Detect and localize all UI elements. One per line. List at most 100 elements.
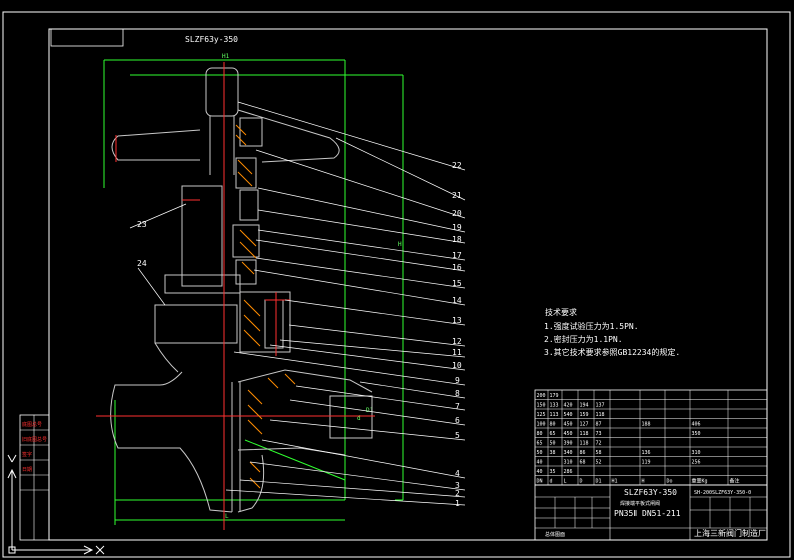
- table-cell: 73: [596, 431, 602, 437]
- table-cell: 86: [580, 450, 586, 456]
- spec-label: PN35Ⅱ DN51-211: [614, 509, 681, 518]
- table-cell: 310: [564, 460, 573, 466]
- table-cell: 420: [564, 403, 573, 409]
- table-cell: 450: [564, 431, 573, 437]
- table-header-cell: DN: [537, 479, 543, 485]
- table-cell: 80: [537, 431, 543, 437]
- table-cell: 188: [642, 422, 651, 428]
- title-block: SH-200SLZF63Y-350-0 SLZF63Y-350 焊接端平板式闸阀…: [534, 484, 768, 541]
- table-cell: 113: [550, 412, 559, 418]
- model-label: SLZF63Y-350: [624, 488, 677, 497]
- table-cell: 133: [550, 403, 559, 409]
- table-cell: 200: [537, 393, 546, 399]
- sidebar-label-4: 日期: [22, 467, 32, 473]
- table-cell: 136: [642, 450, 651, 456]
- leader-6: 6: [455, 416, 460, 425]
- table-cell: 40: [537, 469, 543, 475]
- table-header-cell: D1: [596, 479, 602, 485]
- table-cell: 68: [580, 460, 586, 466]
- table-cell: 35: [550, 469, 556, 475]
- table-header-cell: L: [564, 479, 567, 485]
- green-dimension-frame: [103, 59, 404, 525]
- leader-numbers: 22 21 20 19 18 17 16 15 14 13 12 11 10 9…: [137, 161, 462, 508]
- code-box: [50, 28, 124, 47]
- table-cell: 72: [596, 441, 602, 447]
- company-name: 上海三新阀门制造厂: [694, 528, 766, 538]
- leader-10: 10: [452, 361, 462, 370]
- sidebar-label-3: 签字: [22, 451, 32, 458]
- section-hatching: [235, 124, 296, 489]
- table-cell: 119: [642, 460, 651, 466]
- centerlines: [96, 62, 375, 530]
- table-header-cell: H: [642, 479, 645, 485]
- leader-15: 15: [452, 279, 462, 288]
- table-cell: 80: [550, 422, 556, 428]
- table-cell: 390: [564, 441, 573, 447]
- table-header-cell: H1: [612, 479, 618, 485]
- table-cell: 100: [537, 422, 546, 428]
- leader-lines: [129, 101, 466, 506]
- left-sidebar: 底图总号 旧底图总号 签字 日期: [19, 414, 50, 541]
- leader-20: 20: [452, 209, 462, 218]
- leader-9: 9: [455, 376, 460, 385]
- sheet-inner-border: [48, 28, 768, 541]
- table-cell: 350: [692, 431, 701, 437]
- dim-d1-label: D1: [366, 407, 374, 414]
- table-cell: 65: [537, 441, 543, 447]
- leader-7: 7: [455, 402, 460, 411]
- tech-req-line-1: 1.强度试验压力为1.5PN.: [544, 321, 639, 331]
- table-header-cell: d: [550, 479, 553, 485]
- leader-4: 4: [455, 469, 460, 478]
- leader-22: 22: [452, 161, 462, 170]
- table-cell: 52: [596, 460, 602, 466]
- tech-req-line-3: 3.其它技术要求参照GB12234的规定.: [544, 347, 680, 357]
- table-cell: 179: [550, 393, 559, 399]
- leader-12: 12: [452, 337, 462, 346]
- ucs-axis-icon: [7, 454, 105, 555]
- drawing-number: SH-200SLZF63Y-350-0: [694, 490, 751, 496]
- table-header-cell: Do: [667, 479, 673, 485]
- table-cell: 118: [596, 412, 605, 418]
- leader-2: 2: [455, 489, 460, 498]
- table-header-cell: 备注: [730, 478, 740, 485]
- table-cell: 194: [580, 403, 589, 409]
- sheet-outer-border: [2, 11, 791, 558]
- table-cell: 38: [550, 450, 556, 456]
- table-cell: 450: [564, 422, 573, 428]
- leader-18: 18: [452, 235, 462, 244]
- table-cell: 340: [564, 450, 573, 456]
- leader-24: 24: [137, 259, 147, 268]
- dim-height-label: H: [398, 241, 402, 248]
- tech-label: 总体图面: [545, 531, 565, 538]
- title-code: SLZF63y-350: [185, 35, 238, 44]
- tech-req-line-2: 2.密封压力为1.1PN.: [544, 334, 623, 344]
- leader-23: 23: [137, 220, 147, 229]
- valve-name: 焊接端平板式闸阀: [620, 500, 660, 507]
- table-cell: 540: [564, 412, 573, 418]
- leader-16: 16: [452, 263, 462, 272]
- tech-req-heading: 技术要求: [545, 307, 577, 317]
- leader-14: 14: [452, 296, 462, 305]
- dim-bottom-label: L: [225, 513, 229, 520]
- table-cell: 127: [580, 422, 589, 428]
- table-cell: 58: [596, 450, 602, 456]
- sidebar-label-1: 底图总号: [22, 421, 42, 428]
- leader-11: 11: [452, 348, 462, 357]
- table-cell: 50: [537, 450, 543, 456]
- leader-13: 13: [452, 316, 462, 325]
- leader-17: 17: [452, 251, 462, 260]
- table-header-cell: 重量Kg: [692, 478, 708, 485]
- table-cell: 50: [550, 441, 556, 447]
- leader-1: 1: [455, 499, 460, 508]
- table-cell: 150: [537, 403, 546, 409]
- table-cell: 310: [692, 450, 701, 456]
- table-cell: 118: [580, 431, 589, 437]
- table-cell: 159: [580, 412, 589, 418]
- table-cell: 137: [596, 403, 605, 409]
- table-cell: 256: [692, 460, 701, 466]
- table-cell: 87: [596, 422, 602, 428]
- table-cell: 286: [564, 469, 573, 475]
- dim-top-label: H1: [222, 53, 230, 60]
- sidebar-label-2: 旧底图总号: [22, 436, 47, 443]
